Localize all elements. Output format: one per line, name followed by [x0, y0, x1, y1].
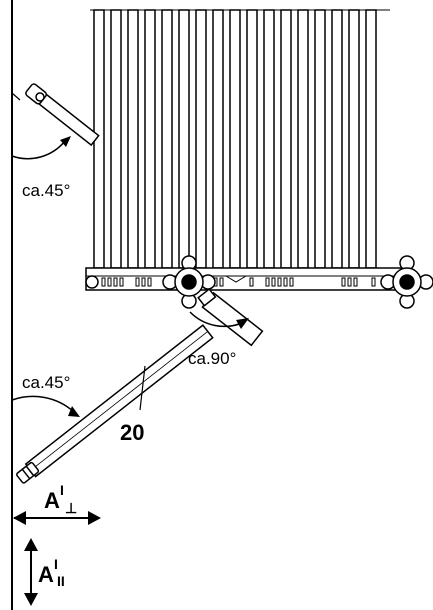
angle-label-middle: ca.90° [188, 349, 236, 368]
left-end-cap [85, 275, 99, 289]
valve-fitting-right [380, 255, 433, 309]
dimension-perpendicular-label: A I ⊥ [44, 482, 77, 516]
valve-fitting-center [162, 255, 216, 309]
angle-arc-middle [189, 311, 249, 329]
dim-perp-main: A [44, 488, 60, 513]
dim-perp-prime: I [60, 482, 64, 498]
part-leader [139, 365, 146, 411]
mounting-rail [85, 267, 409, 291]
upper-strut [11, 83, 100, 147]
dimension-parallel-label: A I II [38, 556, 65, 589]
dimension-perpendicular [13, 511, 101, 525]
dim-perp-sub: ⊥ [65, 500, 77, 516]
part-number-label: 20 [120, 420, 144, 445]
main-strut [16, 288, 264, 484]
dim-par-sub: II [57, 573, 65, 589]
dimension-parallel [24, 538, 38, 606]
angle-arc-bottom [11, 395, 80, 417]
radiator-fins [93, 9, 377, 269]
dim-par-main: A [38, 562, 54, 587]
radiator-body [90, 9, 390, 276]
angle-label-bottom: ca.45° [22, 373, 70, 392]
angle-label-top: ca.45° [22, 181, 70, 200]
angle-arc-top [11, 136, 71, 160]
dim-par-prime: I [54, 556, 58, 572]
